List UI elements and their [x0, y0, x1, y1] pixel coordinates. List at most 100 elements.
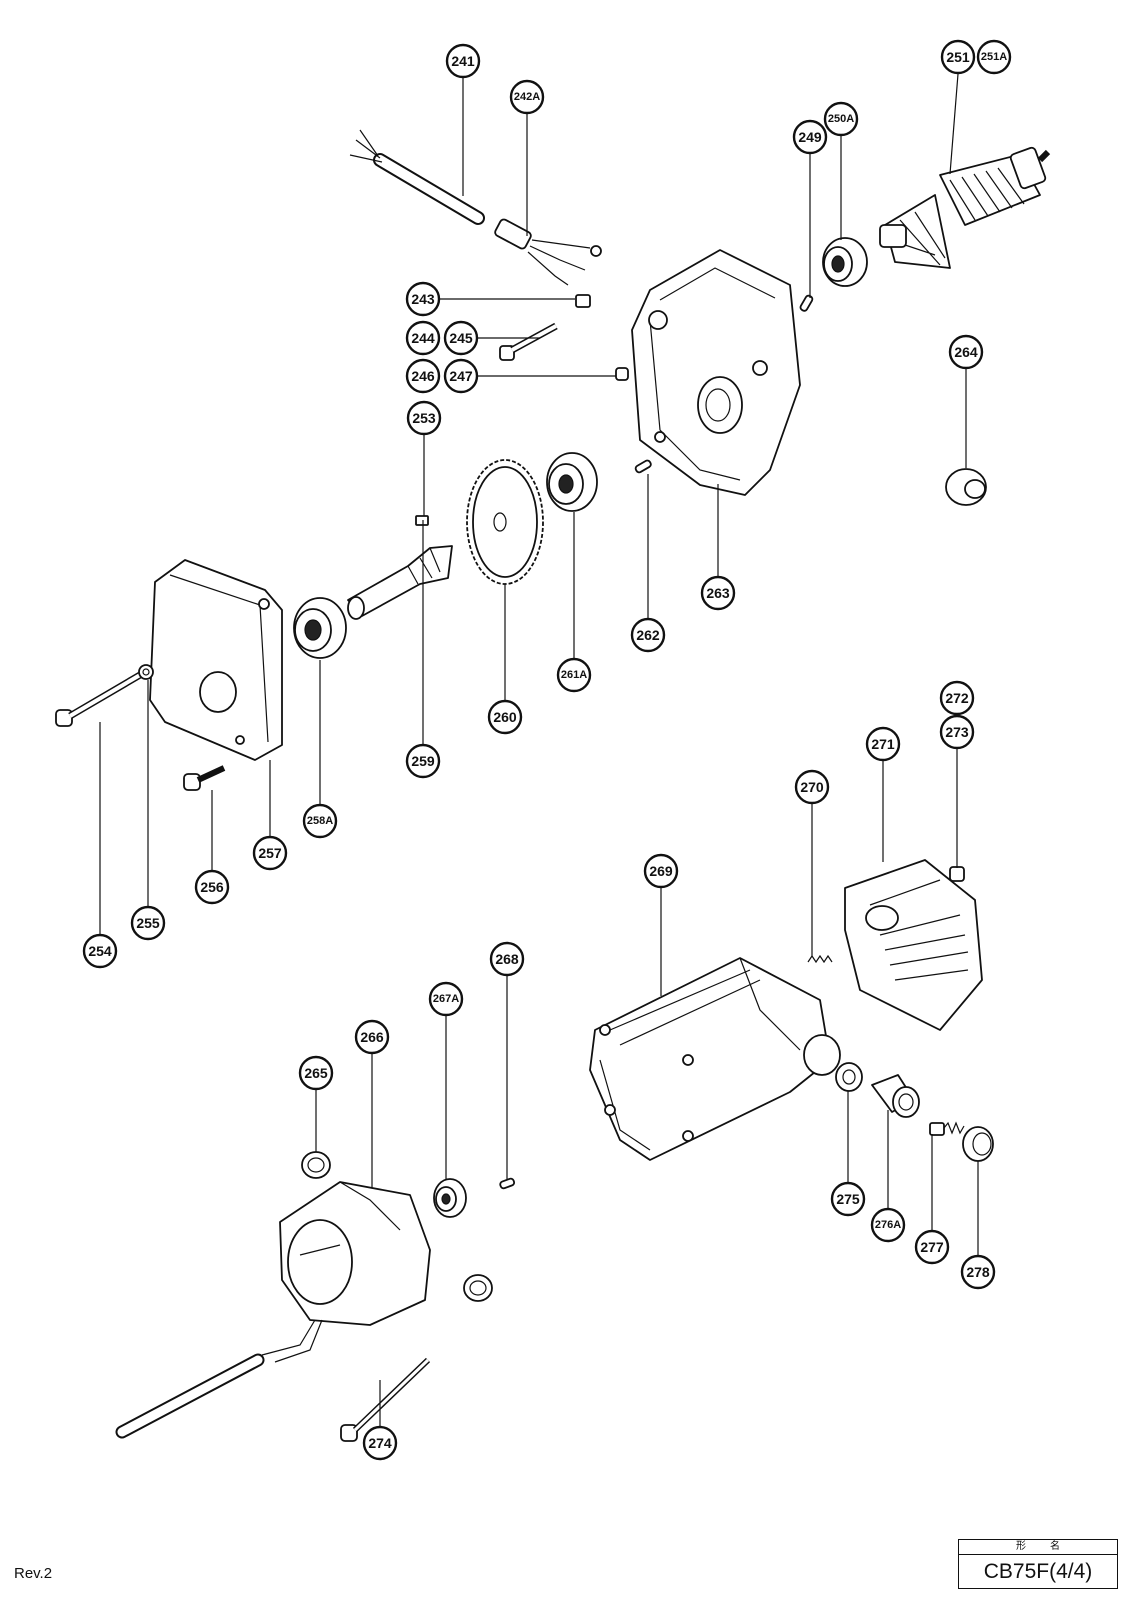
callout-270: 270	[794, 769, 830, 805]
callout-label: 266	[360, 1029, 384, 1045]
part-ring-265	[301, 1151, 493, 1302]
callout-273: 273	[939, 714, 975, 750]
callout-262: 262	[630, 617, 666, 653]
part-screw-274	[340, 1357, 431, 1442]
callout-label: 269	[649, 863, 673, 879]
callout-label: 261A	[561, 669, 587, 681]
revision-label: Rev.2	[14, 1565, 53, 1582]
callout-243: 243	[405, 281, 441, 317]
part-armature-251	[879, 146, 1051, 269]
part-bolt-254	[55, 671, 142, 727]
callout-256: 256	[194, 869, 230, 905]
callout-label: 253	[412, 410, 436, 426]
part-brush-cap-278	[962, 1126, 994, 1162]
callout-label: 243	[411, 291, 435, 307]
callout-265: 265	[298, 1055, 334, 1091]
callout-254: 254	[82, 933, 118, 969]
callout-264: 264	[948, 334, 984, 370]
callout-label: 272	[945, 690, 969, 706]
callout-label: 241	[451, 53, 475, 69]
callout-label: 264	[954, 344, 978, 360]
part-pin-249	[799, 294, 814, 312]
callout-271: 271	[865, 726, 901, 762]
callout-label: 256	[200, 879, 224, 895]
part-brush-holder-276A	[871, 1074, 920, 1118]
part-screw-245	[499, 322, 558, 361]
part-screw-256	[183, 765, 226, 791]
callout-263: 263	[700, 575, 736, 611]
callout-label: 262	[636, 627, 660, 643]
callout-249: 249	[792, 119, 828, 155]
callout-label: 274	[368, 1435, 392, 1451]
part-pin-268	[499, 1177, 516, 1190]
callout-245: 245	[443, 320, 479, 356]
callout-label: 247	[449, 368, 473, 384]
callout-278: 278	[960, 1254, 996, 1290]
callout-label: 245	[449, 330, 473, 346]
callout-253: 253	[406, 400, 442, 436]
callout-242A: 242A	[509, 79, 545, 115]
callout-label: 276A	[875, 1219, 901, 1231]
callout-label: 244	[411, 330, 435, 346]
part-gear-cover-257	[149, 559, 283, 761]
callout-268: 268	[489, 941, 525, 977]
part-connector-242A	[494, 218, 602, 286]
callout-label: 259	[411, 753, 435, 769]
leader-lines	[99, 73, 979, 1426]
callout-label: 255	[136, 915, 160, 931]
callout-246: 246	[405, 358, 441, 394]
part-washer-255	[138, 664, 154, 680]
callout-label: 258A	[307, 815, 333, 827]
part-cord-241	[349, 129, 485, 225]
callout-label: 275	[836, 1191, 860, 1207]
part-washer-275	[835, 1062, 863, 1092]
part-tube	[115, 1353, 265, 1439]
callout-label: 265	[304, 1065, 328, 1081]
callout-251A: 251A	[976, 39, 1012, 75]
part-pin-262	[634, 459, 652, 474]
callout-label: 251	[946, 49, 970, 65]
callout-277: 277	[914, 1229, 950, 1265]
callout-272: 272	[939, 680, 975, 716]
part-gear-housing-263	[631, 249, 801, 496]
callout-label: 254	[88, 943, 112, 959]
part-spindle-259	[347, 545, 453, 620]
model-title-block: 形名 CB75F(4/4)	[958, 1539, 1118, 1589]
part-grommet-264	[945, 468, 987, 506]
part-screw-247	[615, 367, 629, 381]
callout-259: 259	[405, 743, 441, 779]
callout-274: 274	[362, 1425, 398, 1461]
callout-276A: 276A	[870, 1207, 906, 1243]
callout-label: 260	[493, 709, 517, 725]
part-carbon-brush-277	[929, 1121, 965, 1136]
callout-261A: 261A	[556, 657, 592, 693]
part-bearing-250A	[822, 237, 868, 287]
callout-260: 260	[487, 699, 523, 735]
model-number: CB75F(4/4)	[983, 1560, 1093, 1583]
callout-269: 269	[643, 853, 679, 889]
callout-275: 275	[830, 1181, 866, 1217]
callout-label: 257	[258, 845, 282, 861]
callout-label: 271	[871, 736, 895, 752]
callout-267A: 267A	[428, 981, 464, 1017]
part-spring-270	[807, 954, 833, 964]
part-tail-cover-271	[844, 859, 983, 1031]
part-stator-266	[261, 1181, 431, 1363]
callout-258A: 258A	[302, 803, 338, 839]
callout-255: 255	[130, 905, 166, 941]
part-screw-273	[949, 866, 965, 882]
callout-label: 251A	[981, 51, 1007, 63]
part-nut-243	[575, 294, 591, 308]
callout-label: 249	[798, 129, 822, 145]
callout-244: 244	[405, 320, 441, 356]
callout-label: 242A	[514, 91, 540, 103]
callout-label: 273	[945, 724, 969, 740]
callout-241: 241	[445, 43, 481, 79]
callout-label: 263	[706, 585, 730, 601]
part-gear-260	[466, 459, 544, 585]
callout-label: 267A	[433, 993, 459, 1005]
part-bearing-267A	[433, 1178, 467, 1218]
model-label: 形名	[959, 1540, 1117, 1555]
part-bearing-258A	[293, 597, 347, 659]
